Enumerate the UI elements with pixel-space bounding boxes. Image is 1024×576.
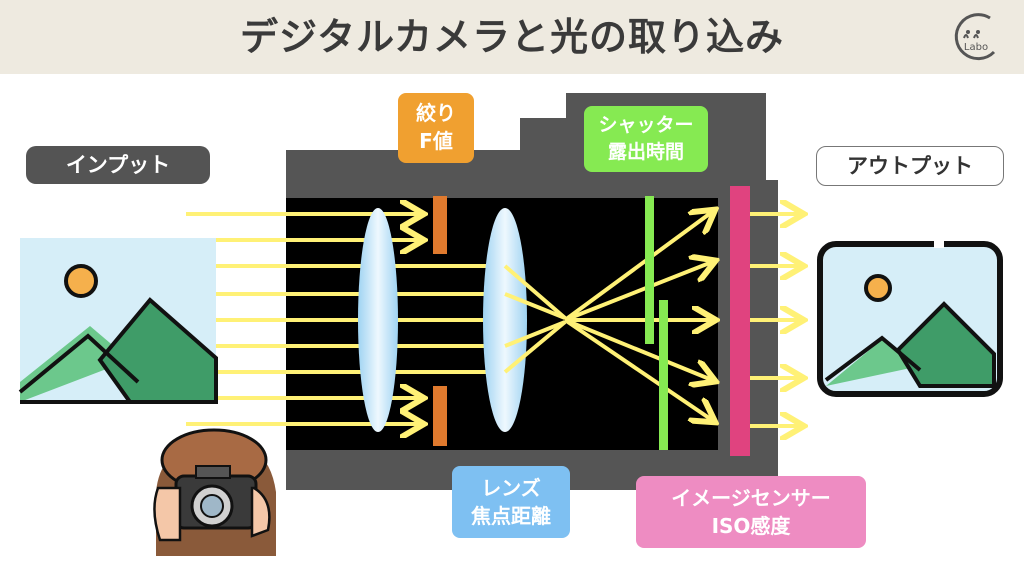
- lens-label-line1: レンズ: [481, 476, 541, 500]
- rear-lens: [483, 208, 527, 432]
- output-landscape-image: [817, 240, 1003, 397]
- shutter-label-line2: 露出時間: [607, 141, 684, 163]
- sensor-label: イメージセンサー ISO感度: [636, 476, 866, 548]
- input-landscape-image: [18, 238, 218, 404]
- logo-text: Labo: [963, 42, 989, 53]
- converging-light-rays: [503, 212, 712, 420]
- sensor-label-line1: イメージセンサー: [671, 486, 831, 510]
- shutter-curtain-front: [645, 196, 654, 344]
- front-lens: [358, 208, 398, 432]
- lens-label: レンズ 焦点距離: [452, 466, 570, 538]
- page-title: デジタルカメラと光の取り込み: [239, 15, 785, 59]
- input-label: インプット: [26, 146, 210, 184]
- photographer-icon: [153, 428, 276, 556]
- logo-icon: Labo: [946, 8, 1006, 66]
- shutter-label-line1: シャッター: [598, 114, 694, 136]
- output-label: アウトプット: [816, 146, 1004, 186]
- header-bar: [0, 0, 1024, 74]
- image-sensor: [730, 186, 750, 456]
- sensor-label-line2: ISO感度: [711, 514, 791, 538]
- aperture-label-line2: F値: [419, 129, 453, 153]
- shutter-curtain-rear: [659, 300, 668, 450]
- shutter-label: シャッター 露出時間: [584, 106, 708, 172]
- aperture-label: 絞り F値: [398, 93, 474, 163]
- output-light-rays: [750, 214, 800, 426]
- aperture-blade-bottom: [433, 386, 447, 446]
- aperture-label-line1: 絞り: [416, 101, 456, 125]
- lens-label-line2: 焦点距離: [471, 504, 551, 528]
- aperture-blade-top: [433, 196, 447, 254]
